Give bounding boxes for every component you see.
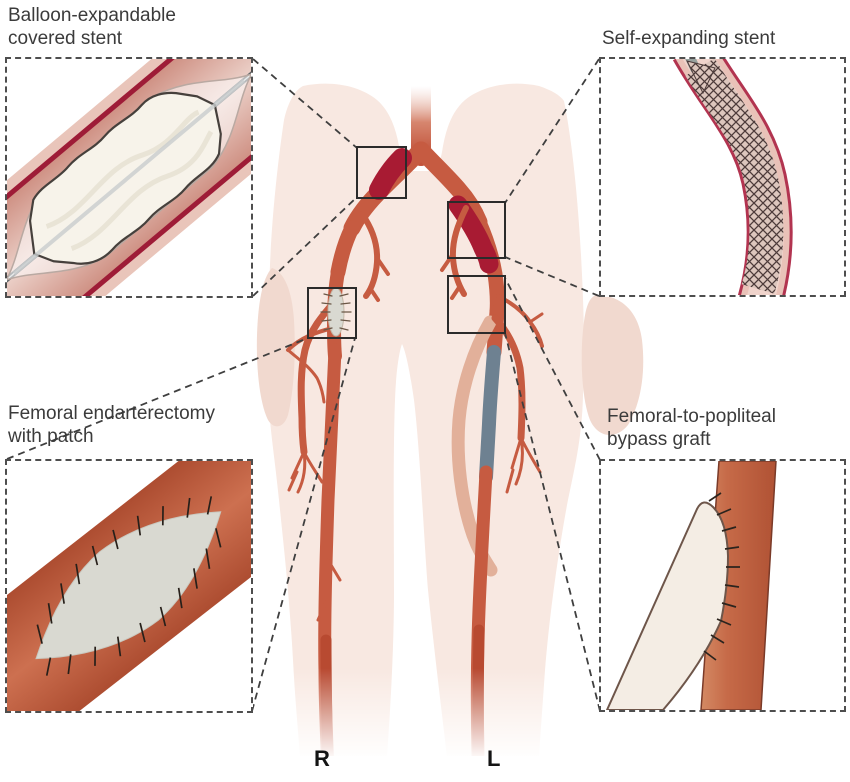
balloon-stent-illustration — [7, 59, 251, 296]
left-hand-silhouette — [256, 268, 295, 427]
graft-tube — [606, 501, 729, 710]
leader-lines — [6, 58, 601, 712]
panel-endarterectomy — [5, 459, 253, 713]
stenosis-left-iliac — [448, 195, 499, 274]
anastomosis-sutures — [703, 492, 740, 661]
curved-vessel — [672, 59, 793, 295]
bypass-graft-illustration — [606, 461, 777, 710]
panel-balloon-stent — [5, 57, 253, 298]
label-balloon-stent: Balloon-expandable covered stent — [8, 5, 176, 50]
mesh-stent — [685, 59, 784, 294]
right-hand-silhouette — [581, 295, 644, 436]
callout-box-endarterectomy — [307, 287, 357, 339]
callout-boxes — [307, 146, 506, 339]
left-leg-label: L — [487, 746, 501, 771]
endarterectomy-illustration — [7, 461, 251, 711]
self-expanding-stent-illustration — [672, 59, 793, 295]
label-bypass-graft: Femoral-to-popliteal bypass graft — [607, 406, 776, 451]
callout-box-bypass-graft — [447, 275, 506, 334]
panel-self-expanding-stent — [599, 57, 846, 297]
label-endarterectomy: Femoral endarterectomy with patch — [8, 403, 215, 448]
arterial-tree — [286, 76, 544, 777]
right-leg-label: R — [314, 746, 330, 771]
label-self-expanding-stent: Self-expanding stent — [602, 28, 776, 49]
patch — [35, 511, 222, 660]
callout-box-balloon-stent — [356, 146, 407, 199]
panel-bypass-graft — [599, 459, 846, 712]
bypass-graft — [479, 345, 501, 484]
sutures — [36, 496, 222, 676]
stenosis-right-iliac — [369, 148, 412, 200]
callout-box-self-expanding-stent — [447, 201, 506, 259]
